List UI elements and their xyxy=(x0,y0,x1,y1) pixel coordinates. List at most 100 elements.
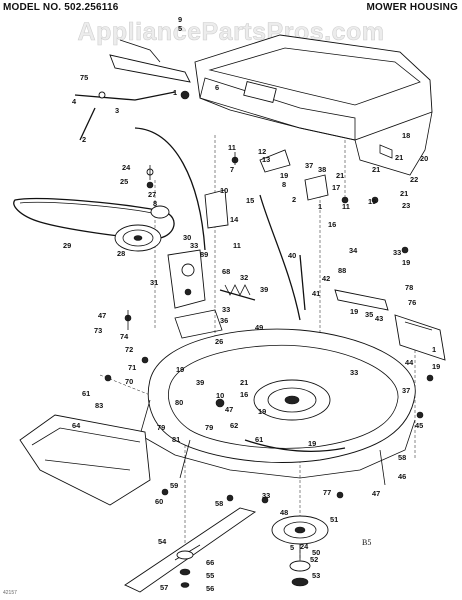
callout-50: 50 xyxy=(312,548,320,557)
callout-18: 18 xyxy=(402,131,410,140)
deck-bracket-right xyxy=(394,314,446,361)
callout-1: 1 xyxy=(432,345,436,354)
callout-33: 33 xyxy=(350,368,358,377)
idler-bracket xyxy=(167,249,256,339)
callout-24: 24 xyxy=(122,163,131,172)
callout-64: 64 xyxy=(72,421,81,430)
callout-47: 47 xyxy=(225,405,233,414)
callout-11: 11 xyxy=(228,143,236,152)
section-title: MOWER HOUSING xyxy=(366,2,458,13)
drive-belt xyxy=(13,198,175,252)
callout-52: 52 xyxy=(310,555,318,564)
callout-75: 75 xyxy=(80,73,88,82)
callout-53: 53 xyxy=(312,571,320,580)
callout-54: 54 xyxy=(158,537,167,546)
control-rod xyxy=(134,127,301,321)
callout-21: 21 xyxy=(395,153,403,162)
callout-62: 62 xyxy=(230,421,238,430)
callout-35: 35 xyxy=(365,310,373,319)
callout-10: 10 xyxy=(216,391,224,400)
callout-47: 47 xyxy=(372,489,380,498)
callout-68: 68 xyxy=(222,267,230,276)
callout-14: 14 xyxy=(230,215,239,224)
callout-2: 2 xyxy=(82,135,86,144)
callout-47: 47 xyxy=(98,311,106,320)
callout-1: 1 xyxy=(318,202,322,211)
callout-70: 70 xyxy=(125,377,133,386)
callout-66: 66 xyxy=(206,558,214,567)
callout-19: 19 xyxy=(308,439,316,448)
callout-23: 23 xyxy=(402,201,410,210)
callout-19: 19 xyxy=(258,407,266,416)
callout-19: 19 xyxy=(402,258,410,267)
callout-72: 72 xyxy=(125,345,133,354)
callout-40: 40 xyxy=(288,251,296,260)
callout-4: 4 xyxy=(72,97,77,106)
callout-24: 24 xyxy=(300,542,309,551)
callout-71: 71 xyxy=(128,363,136,372)
callout-29: 29 xyxy=(63,241,71,250)
callout-88: 88 xyxy=(338,266,346,275)
mower-blade xyxy=(124,507,257,593)
callout-61: 61 xyxy=(255,435,263,444)
callout-51: 51 xyxy=(330,515,338,524)
callout-28: 28 xyxy=(117,249,125,258)
callout-12: 12 xyxy=(258,147,266,156)
callout-13: 13 xyxy=(262,155,270,164)
callout-56: 56 xyxy=(206,584,214,593)
callout-19: 19 xyxy=(368,197,376,206)
callout-60: 60 xyxy=(155,497,163,506)
callout-numbers: 9 5 6 75 4 3 2 1 18 20 21 21 22 21 23 19… xyxy=(63,15,440,593)
callout-48: 48 xyxy=(280,508,288,517)
hardware xyxy=(104,149,434,504)
callout-32: 32 xyxy=(240,273,248,282)
callout-26: 26 xyxy=(215,337,223,346)
callout-80: 80 xyxy=(175,398,183,407)
callout-46: 46 xyxy=(398,472,406,481)
callout-3: 3 xyxy=(115,106,119,115)
callout-21: 21 xyxy=(400,189,408,198)
callout-43: 43 xyxy=(375,314,383,323)
callout-73: 73 xyxy=(94,326,102,335)
callout-89: 89 xyxy=(200,250,208,259)
callout-39: 39 xyxy=(260,285,268,294)
callout-5: 5 xyxy=(178,24,182,33)
callout-5: 5 xyxy=(290,543,294,552)
callout-79: 79 xyxy=(205,423,213,432)
callout-81: 81 xyxy=(172,435,180,444)
callout-17: 17 xyxy=(332,183,340,192)
callout-44: 44 xyxy=(405,358,414,367)
callout-33: 33 xyxy=(222,305,230,314)
callout-19: 19 xyxy=(280,171,288,180)
callout-19: 19 xyxy=(432,362,440,371)
callout-8: 8 xyxy=(282,180,286,189)
callout-21: 21 xyxy=(336,171,344,180)
callout-59: 59 xyxy=(170,481,178,490)
mount-bracket-left xyxy=(74,39,191,141)
callout-38: 38 xyxy=(318,165,326,174)
callout-55: 55 xyxy=(206,571,214,580)
callout-22: 22 xyxy=(410,175,418,184)
discharge-chute xyxy=(19,414,151,506)
spindle-pulley xyxy=(271,515,329,587)
callout-19: 19 xyxy=(176,365,184,374)
callout-76: 76 xyxy=(408,298,416,307)
callout-6: 6 xyxy=(215,83,219,92)
housing-cover xyxy=(194,34,433,176)
model-number: MODEL NO. 502.256116 xyxy=(3,2,119,13)
callout-42: 42 xyxy=(322,274,330,283)
mower-deck xyxy=(139,328,416,486)
callout-36: 36 xyxy=(220,316,228,325)
callout-34: 34 xyxy=(349,246,358,255)
callout-58: 58 xyxy=(215,499,223,508)
callout-16: 16 xyxy=(240,390,248,399)
callout-58: 58 xyxy=(398,453,406,462)
callout-8: 8 xyxy=(153,199,157,208)
callout-78: 78 xyxy=(405,283,413,292)
callout-61: 61 xyxy=(82,389,90,398)
callout-25: 25 xyxy=(120,177,128,186)
callout-7: 7 xyxy=(230,165,234,174)
callout-9: 9 xyxy=(178,15,182,24)
watermark: AppliancePartsPros.com xyxy=(77,18,385,47)
